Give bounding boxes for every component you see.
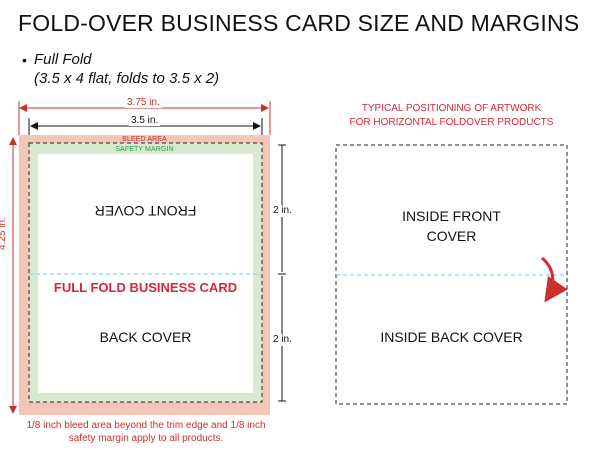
bullet-icon: • xyxy=(22,52,27,68)
bleed-area-label: BLEED AREA xyxy=(122,136,167,143)
fold-heading: Full Fold xyxy=(34,51,92,68)
positioning-card-outline xyxy=(335,144,568,405)
artwork-positioning-header: TYPICAL POSITIONING OF ARTWORK FOR HORIZ… xyxy=(349,103,554,128)
trim-width-label: 3.5 in. xyxy=(129,115,161,126)
inside-front-cover-label: INSIDE FRONT COVER xyxy=(402,208,501,244)
bleed-width-label: 3.75 in. xyxy=(125,97,162,108)
footnote: 1/8 inch bleed area beyond the trim edge… xyxy=(26,420,266,444)
card-title: FULL FOLD BUSINESS CARD xyxy=(53,280,238,295)
page-title: FOLD-OVER BUSINESS CARD SIZE AND MARGINS xyxy=(18,10,580,36)
inside-back-cover-label: INSIDE BACK COVER xyxy=(380,329,523,345)
safety-margin-label: SAFETY MARGIN xyxy=(115,146,174,153)
fold-direction-arrow-icon xyxy=(540,256,568,303)
full-height-label: 4.25 in. xyxy=(0,215,8,252)
back-cover-label: BACK COVER xyxy=(99,329,192,345)
lower-half-height-label: 2 in. xyxy=(272,334,293,346)
fold-subheading: (3.5 x 4 flat, folds to 3.5 x 2) xyxy=(34,70,220,87)
trim-area xyxy=(38,154,253,393)
upper-half-height-label: 2 in. xyxy=(272,205,293,217)
front-cover-label: FRONT COVER xyxy=(94,203,197,219)
